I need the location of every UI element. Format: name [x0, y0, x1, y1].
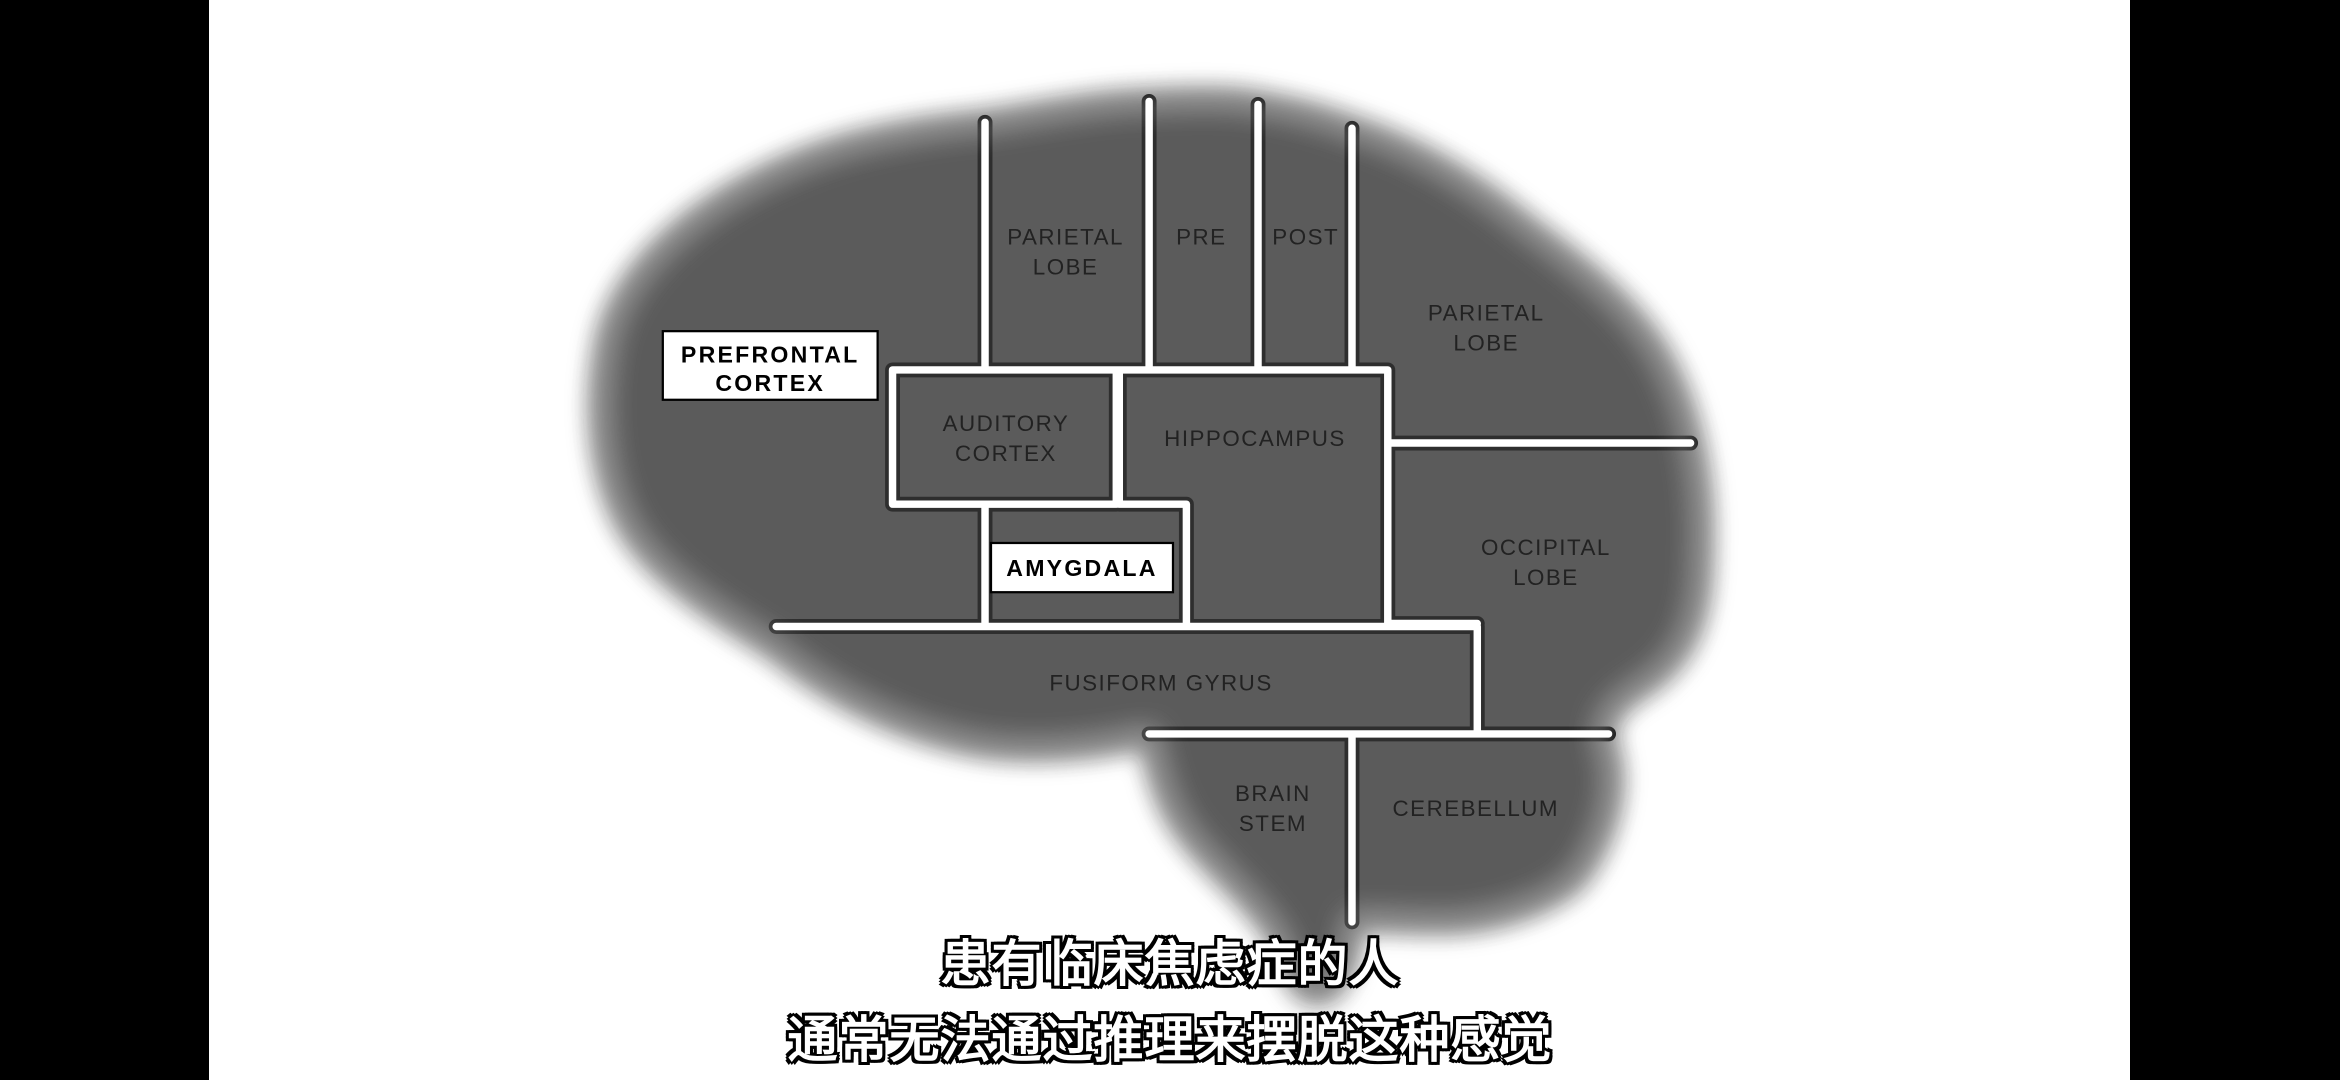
subtitle-line-2: 通常无法通过推理来摆脱这种感觉 — [787, 1011, 1553, 1069]
label-occipital-1: OCCIPITAL — [1481, 535, 1611, 560]
label-auditory-2: CORTEX — [955, 441, 1057, 466]
label-prefrontal-1: PREFRONTAL — [681, 341, 860, 367]
region-labels: PREFRONTAL CORTEX PARIETAL LOBE PRE POST… — [681, 225, 1611, 836]
label-parietal-back-1: PARIETAL — [1428, 301, 1545, 326]
label-pre: PRE — [1176, 225, 1226, 250]
brain-borders — [601, 99, 1702, 995]
label-occipital-2: LOBE — [1513, 565, 1579, 590]
label-parietal-front-1: PARIETAL — [1007, 225, 1124, 250]
label-post: POST — [1272, 225, 1339, 250]
label-hippocampus: HIPPOCAMPUS — [1164, 426, 1346, 451]
label-brain-stem-1: BRAIN — [1235, 781, 1311, 806]
label-parietal-front-2: LOBE — [1033, 254, 1099, 279]
subtitle-line-1: 患有临床焦虑症的人 — [940, 935, 1400, 993]
label-auditory-1: AUDITORY — [943, 411, 1070, 436]
label-amygdala: AMYGDALA — [1006, 555, 1157, 581]
amygdala-label-box — [989, 541, 1175, 594]
label-fusiform: FUSIFORM GYRUS — [1049, 671, 1272, 696]
label-cerebellum: CEREBELLUM — [1393, 796, 1560, 821]
label-brain-stem-2: STEM — [1239, 811, 1307, 836]
label-prefrontal-2: CORTEX — [715, 370, 825, 396]
prefrontal-label-box — [661, 330, 879, 401]
label-parietal-back-2: LOBE — [1453, 331, 1519, 356]
